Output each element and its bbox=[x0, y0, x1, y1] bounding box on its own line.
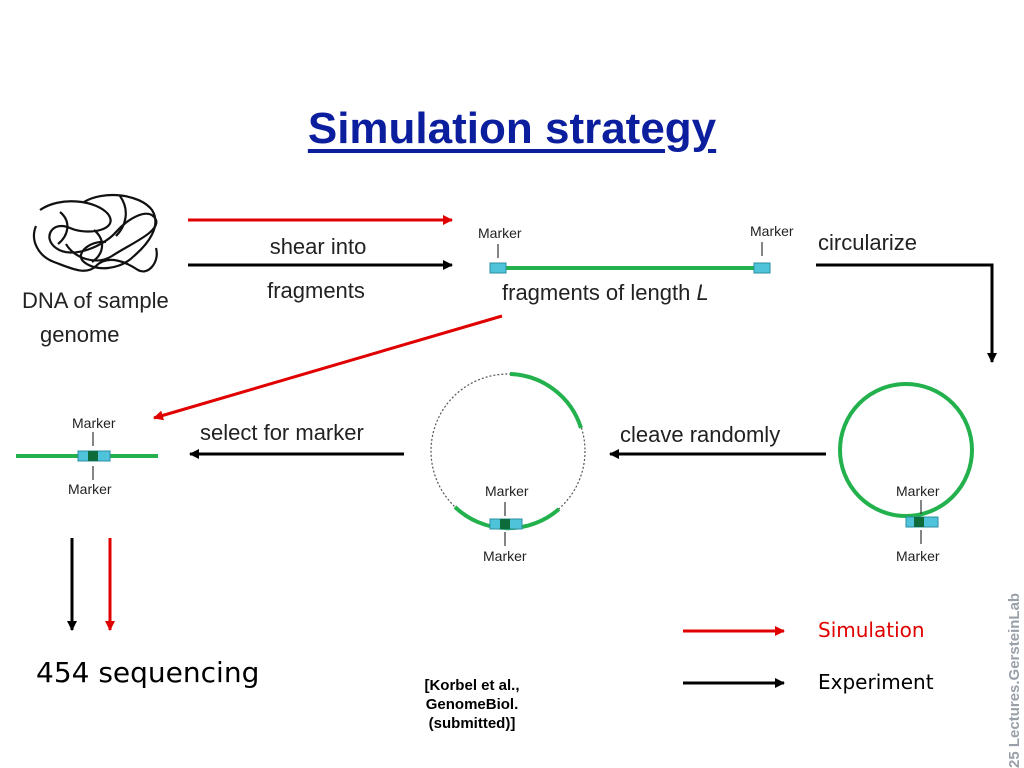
cleave-randomly-label: cleave randomly bbox=[620, 422, 780, 447]
dna-tangle-icon bbox=[32, 194, 158, 273]
marker-label-fragment-left: Marker bbox=[478, 225, 522, 241]
circular-fragment bbox=[838, 382, 974, 544]
fragments-label: fragments bbox=[267, 278, 365, 303]
cleaved-circle bbox=[430, 372, 586, 546]
side-watermark-text: 25 Lectures.GersteinLab bbox=[1006, 592, 1023, 768]
page-title: Simulation strategy bbox=[307, 104, 717, 153]
citation: [Korbel et al., GenomeBiol. (submitted)] bbox=[392, 676, 552, 733]
marker-label-cleaved-top: Marker bbox=[485, 483, 529, 499]
marker-label-circle-bottom: Marker bbox=[896, 548, 940, 564]
marker-label-selected-bottom: Marker bbox=[68, 481, 112, 497]
marker-label-circle-top: Marker bbox=[896, 483, 940, 499]
select-for-marker-label: select for marker bbox=[200, 420, 364, 445]
shear-into-label: shear into bbox=[270, 234, 367, 259]
dna-label-line2: genome bbox=[40, 322, 120, 347]
selected-fragment bbox=[16, 432, 158, 480]
fragments-of-length-label: fragments of length L bbox=[502, 280, 709, 305]
sequencing-label: 454 sequencing bbox=[36, 656, 260, 689]
legend-experiment-label: Experiment bbox=[818, 670, 934, 694]
marker-label-fragment-right: Marker bbox=[750, 223, 794, 239]
linear-fragment bbox=[489, 242, 771, 274]
dna-label-line1: DNA of sample bbox=[22, 288, 169, 313]
marker-label-selected-top: Marker bbox=[72, 415, 116, 431]
citation-line1: [Korbel et al., bbox=[424, 677, 520, 694]
experiment-arrow-circularize bbox=[816, 263, 997, 363]
circularize-label: circularize bbox=[818, 230, 917, 255]
citation-line2: GenomeBiol. bbox=[425, 696, 519, 713]
legend-simulation-label: Simulation bbox=[818, 618, 925, 642]
simulation-arrow-diagonal bbox=[153, 314, 503, 421]
citation-line3: (submitted)] bbox=[428, 715, 516, 732]
marker-label-cleaved-bottom: Marker bbox=[483, 548, 527, 564]
